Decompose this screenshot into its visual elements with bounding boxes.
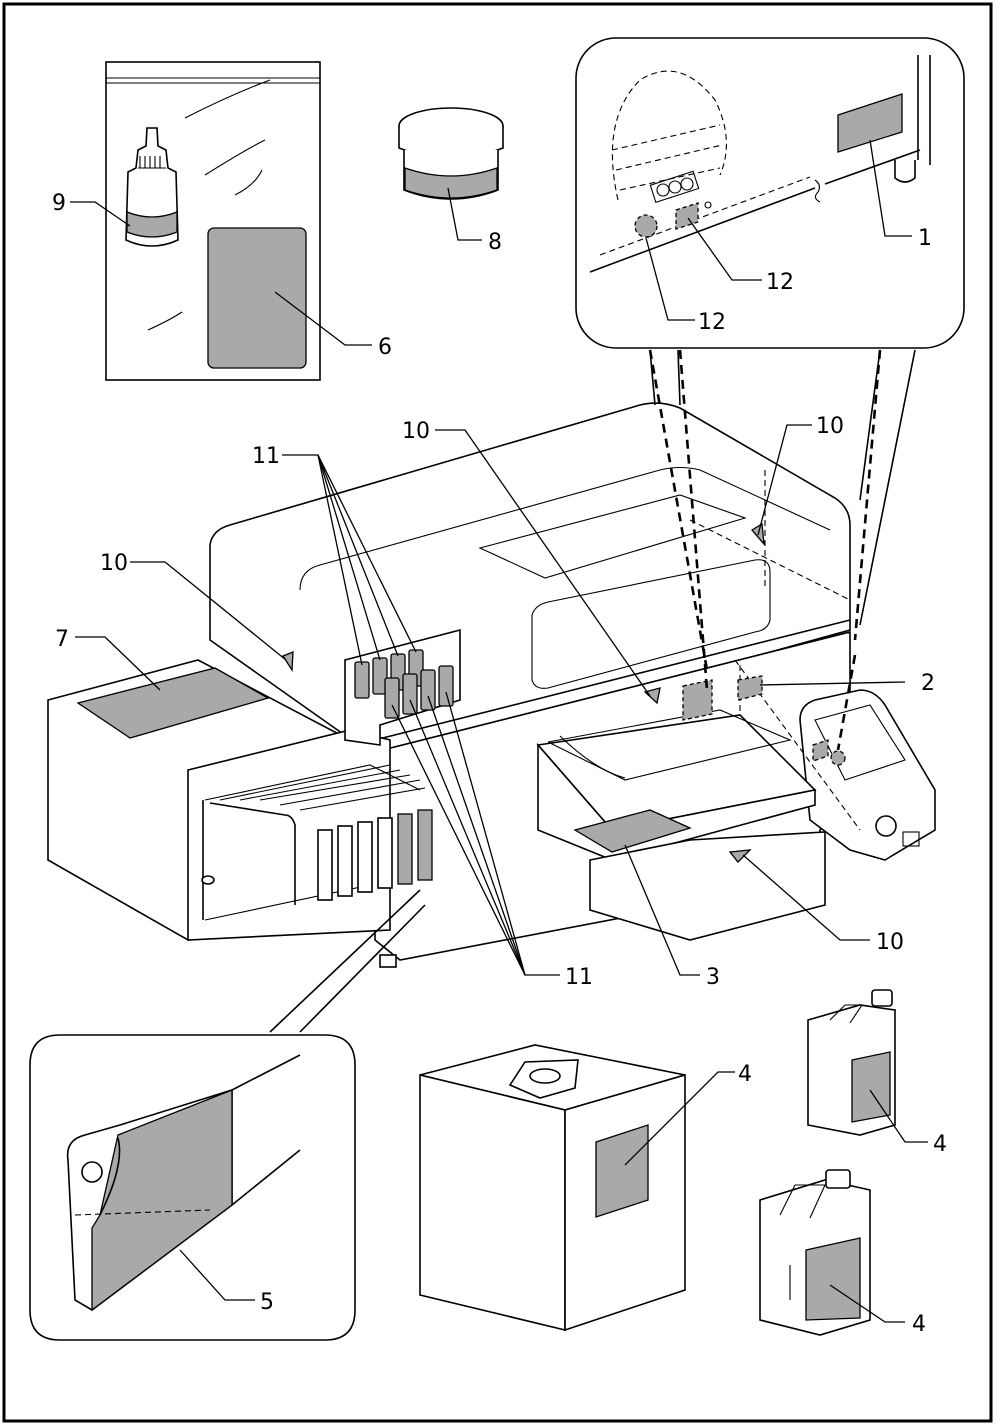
callout-10c: 10 [100, 551, 128, 576]
callout-11a: 11 [252, 444, 280, 469]
printer-unit [48, 403, 935, 967]
callout-4a: 4 [738, 1062, 752, 1087]
callout-9: 9 [52, 191, 66, 216]
grease-jar [399, 108, 503, 199]
callout-10a: 10 [402, 419, 430, 444]
callout-8: 8 [488, 230, 502, 255]
callout-1: 1 [918, 226, 932, 251]
callout-10b: 10 [816, 414, 844, 439]
liquid-container-small [808, 990, 895, 1135]
callout-4c: 4 [912, 1312, 926, 1337]
callout-5: 5 [260, 1290, 274, 1315]
callout-6: 6 [378, 335, 392, 360]
callout-11b: 11 [565, 965, 593, 990]
liquid-container-large [760, 1170, 870, 1335]
callout-7: 7 [55, 627, 69, 652]
box-label-patch [596, 1125, 648, 1217]
rear-detail-panel [576, 38, 964, 348]
callout-10d: 10 [876, 930, 904, 955]
callout-12b: 12 [698, 310, 726, 335]
callout-3: 3 [706, 965, 720, 990]
ink-box [420, 1045, 685, 1330]
ink-cartridge-detail [30, 890, 425, 1340]
bag-label-patch [208, 228, 306, 368]
callout-12a: 12 [766, 270, 794, 295]
accessory-bag [106, 62, 320, 380]
callout-2: 2 [921, 671, 935, 696]
callout-4b: 4 [933, 1132, 947, 1157]
